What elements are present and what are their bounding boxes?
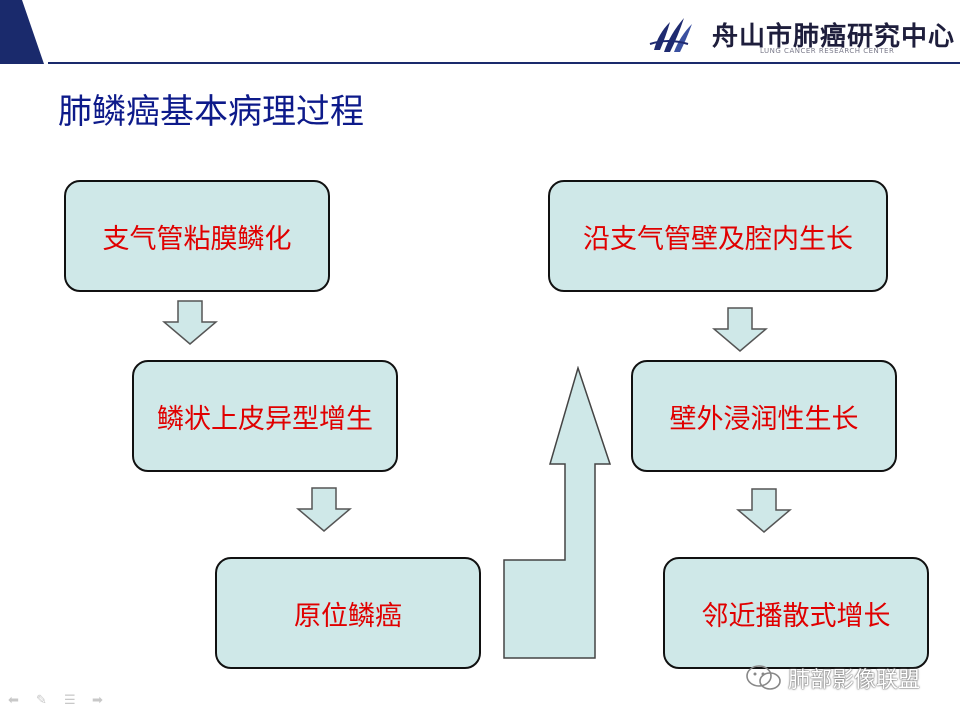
watermark-text: 肺部影像联盟	[788, 668, 921, 693]
corner-triangle	[0, 0, 44, 64]
watermark: 肺部影像联盟	[744, 662, 920, 694]
header-bar: 舟山市肺癌研究中心 LUNG CANCER RESEARCH CENTER	[0, 0, 960, 70]
wechat-icon	[746, 665, 781, 690]
next-slide-icon[interactable]: ➡	[92, 693, 103, 708]
step-box-squamous-dysplasia: 鳞状上皮异型增生	[132, 360, 398, 472]
menu-icon[interactable]: ☰	[64, 693, 76, 708]
pen-icon[interactable]: ✎	[36, 693, 47, 708]
slide-nav: ⬅ ✎ ☰ ➡	[8, 694, 110, 708]
down-arrow-4	[736, 488, 792, 533]
step-box-extramural-invasive-growth: 壁外浸润性生长	[631, 360, 897, 472]
step-box-bronchial-squamous-metaplasia: 支气管粘膜鳞化	[64, 180, 330, 292]
step-box-carcinoma-in-situ: 原位鳞癌	[215, 557, 481, 669]
prev-slide-icon[interactable]: ⬅	[8, 693, 19, 708]
step-box-adjacent-spread: 邻近播散式增长	[663, 557, 929, 669]
org-name: 舟山市肺癌研究中心	[712, 22, 956, 52]
header-divider	[48, 62, 960, 64]
down-arrow-1	[162, 300, 218, 345]
page-title: 肺鳞癌基本病理过程	[58, 92, 364, 132]
org-subtitle: LUNG CANCER RESEARCH CENTER	[760, 47, 895, 55]
down-arrow-2	[296, 487, 352, 532]
down-arrow-3	[712, 307, 768, 352]
ds-logo-icon	[649, 18, 692, 52]
bent-up-arrow	[503, 366, 612, 659]
step-box-endobronchial-growth: 沿支气管壁及腔内生长	[548, 180, 888, 292]
